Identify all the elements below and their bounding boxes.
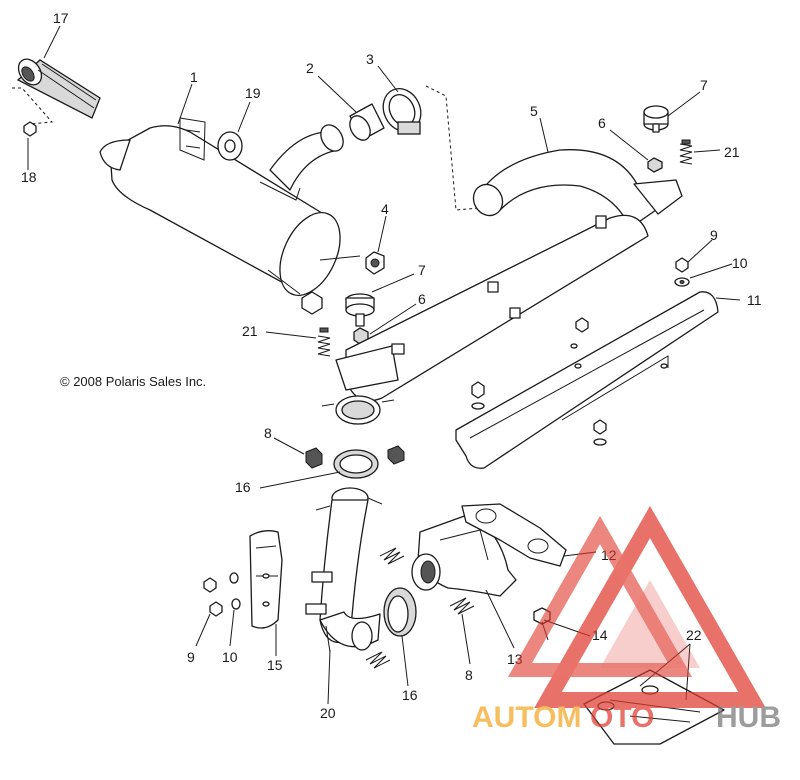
callout-6-lower: 6 <box>418 291 426 307</box>
sleeve-part-2 <box>349 103 385 141</box>
muffler-inlet-tube <box>269 124 344 191</box>
callout-17: 17 <box>53 10 69 26</box>
bolt-part-18 <box>23 121 37 137</box>
grommet-part-under-muffler <box>301 291 323 315</box>
grommet-part-19 <box>217 131 243 161</box>
spring-part-21-upper <box>679 139 693 165</box>
callout-21-upper: 21 <box>724 144 740 160</box>
heat-shield-part-15 <box>249 530 283 629</box>
mid-pipe <box>321 214 649 425</box>
callout-1: 1 <box>190 69 198 85</box>
callout-9-upper: 9 <box>710 227 718 243</box>
spring-y-pipe-lower <box>365 651 391 669</box>
callout-16-lower: 16 <box>402 687 418 703</box>
automotohub-watermark-logo: AUTOM OTO HUB <box>472 505 781 734</box>
callout-15: 15 <box>267 657 283 673</box>
heat-shield-part-11 <box>455 291 719 469</box>
washer-part-10-upper <box>674 277 690 287</box>
spring-y-pipe-upper <box>379 547 405 565</box>
callout-16-upper: 16 <box>235 479 251 495</box>
clamp-part-3 <box>382 88 422 135</box>
callout-10-upper: 10 <box>732 255 748 271</box>
callout-10-lower: 10 <box>222 649 238 665</box>
watermark-text-right: HUB <box>716 701 781 734</box>
callout-8-lower: 8 <box>465 667 473 683</box>
callout-labels: 17 1 19 2 3 5 7 6 21 18 4 7 6 21 9 10 11… <box>21 10 762 721</box>
head-pipe-part-5 <box>472 149 683 229</box>
watermark-text-mid: OTO <box>590 701 654 734</box>
callout-9-lower: 9 <box>187 649 195 665</box>
callout-2: 2 <box>306 60 314 76</box>
callout-5: 5 <box>530 103 538 119</box>
callout-21-lower: 21 <box>242 323 258 339</box>
callout-3: 3 <box>366 51 374 67</box>
watermark-text-left: AUTOM <box>472 701 581 734</box>
gasket-part-12 <box>461 503 567 567</box>
spring-part-8-lower <box>449 597 475 615</box>
grommet-part-4 <box>365 251 385 275</box>
callout-7-upper: 7 <box>700 77 708 93</box>
isolator-part-7-upper <box>643 105 669 133</box>
callout-8-left: 8 <box>264 425 272 441</box>
nut-part-6-upper <box>647 157 663 173</box>
isolator-part-7-lower <box>345 293 375 327</box>
y-pipe-part-20 <box>305 487 383 653</box>
leader-lines <box>27 25 741 705</box>
bolt-part-9-lower <box>203 577 223 617</box>
spark-arrestor-part <box>16 58 101 119</box>
spring-part-21-lower <box>317 327 331 357</box>
gasket-part-16-upper <box>333 449 379 479</box>
heat-shield-bolts <box>471 317 607 446</box>
callout-20: 20 <box>320 705 336 721</box>
nut-part-8-left <box>305 445 405 469</box>
callout-22: 22 <box>686 627 702 643</box>
gasket-part-16-lower <box>383 587 417 637</box>
callout-19: 19 <box>245 85 261 101</box>
callout-6-upper: 6 <box>598 115 606 131</box>
copyright-text: © 2008 Polaris Sales Inc. <box>60 374 206 389</box>
callout-18: 18 <box>21 169 37 185</box>
bolt-part-9-upper <box>675 257 689 273</box>
callout-11: 11 <box>747 292 762 308</box>
callout-7-lower: 7 <box>418 262 426 278</box>
muffler-part <box>99 117 361 297</box>
callout-4: 4 <box>381 201 389 217</box>
washer-part-10-lower <box>229 572 241 610</box>
